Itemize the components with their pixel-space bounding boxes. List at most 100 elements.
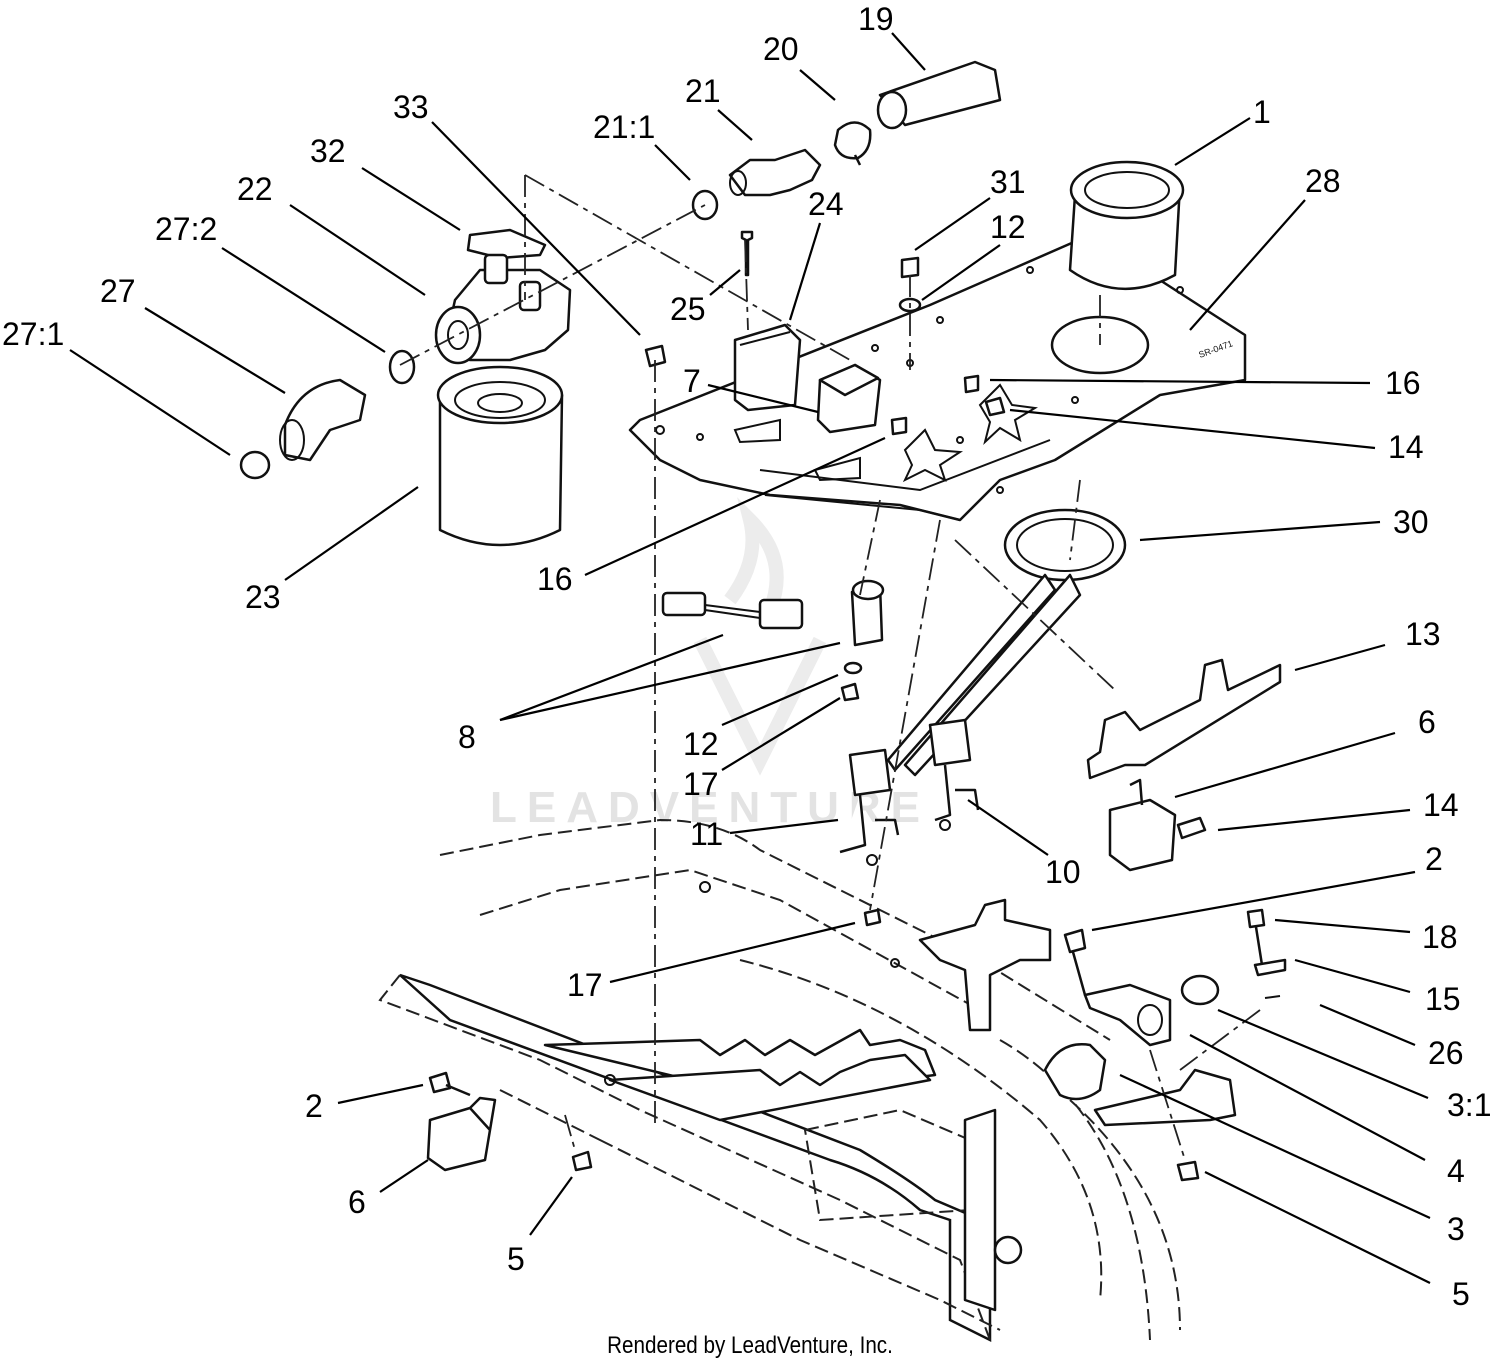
plate-hole xyxy=(956,436,964,444)
resistor-8-wire xyxy=(704,609,761,619)
switch-24 xyxy=(733,323,802,412)
nut-17 xyxy=(840,682,860,702)
resistor-8-body xyxy=(661,591,707,617)
leader-3-1 xyxy=(1217,1008,1429,1100)
relay-6 xyxy=(1108,778,1177,872)
bolt-2 xyxy=(1063,928,1087,996)
callout-5a: 5 xyxy=(507,1241,525,1277)
filter-head-port xyxy=(434,305,482,365)
callout-27: 27 xyxy=(100,273,136,309)
leader-23 xyxy=(284,486,419,581)
leader-26 xyxy=(1319,1003,1416,1047)
callout-10: 10 xyxy=(1045,854,1081,890)
switch-terminal xyxy=(866,854,878,866)
lower-right-assembly xyxy=(1043,908,1287,1182)
leader-21 xyxy=(717,109,753,141)
leader-28 xyxy=(1189,199,1306,331)
render-credit: Rendered by LeadVenture, Inc. xyxy=(607,1332,893,1359)
callout-21-1: 21:1 xyxy=(593,109,655,145)
frame-main-channel xyxy=(399,973,992,1343)
frame-fender-curve xyxy=(739,959,1181,1341)
oil-filter-center xyxy=(477,393,523,413)
ring-4 xyxy=(1180,974,1220,1006)
hose-assembly xyxy=(691,60,1002,221)
plate-hole xyxy=(1071,396,1079,404)
sender-fitting-21 xyxy=(728,148,822,197)
leader-8a xyxy=(499,633,724,722)
centerline xyxy=(564,1114,576,1151)
callout-12a: 12 xyxy=(990,209,1026,245)
bracket-3 xyxy=(1083,983,1172,1047)
cup-holder-inner xyxy=(1084,171,1170,209)
callout-12b: 12 xyxy=(683,726,719,762)
leader-11 xyxy=(729,818,839,835)
leader-6b xyxy=(379,1159,429,1193)
centerline xyxy=(1069,479,1081,561)
switch-assembly xyxy=(733,230,882,434)
cup-ring-outer xyxy=(1003,508,1127,582)
callout-13: 13 xyxy=(1405,616,1441,652)
leader-24 xyxy=(788,222,822,321)
callout-labels: 19 20 21 21:1 33 32 22 27:2 27 27:1 1 28… xyxy=(2,1,1491,1312)
leader-4 xyxy=(1189,1034,1426,1161)
bolt-18 xyxy=(1246,908,1266,966)
switch-terminal xyxy=(939,819,951,831)
switch-24-face xyxy=(739,331,791,346)
callout-33: 33 xyxy=(393,89,429,125)
centerline xyxy=(399,204,706,366)
leader-30 xyxy=(1139,520,1381,542)
frame-hole-small xyxy=(890,958,900,968)
leader-lines xyxy=(69,32,1431,1284)
cup-ring-arm xyxy=(886,573,1082,777)
leader-14b xyxy=(1217,808,1411,832)
centerline xyxy=(869,519,941,911)
callout-22: 22 xyxy=(237,171,273,207)
fitting-assembly xyxy=(239,349,416,480)
lamp-3-1 xyxy=(1043,1043,1107,1101)
frame-vertical-bracket xyxy=(963,1108,997,1312)
bracket-3-hole xyxy=(1137,1004,1163,1036)
hose-clamp-20 xyxy=(833,121,872,166)
leader-2a xyxy=(1091,870,1416,932)
callout-2b: 2 xyxy=(305,1088,323,1124)
frame-hole-small xyxy=(604,1074,616,1086)
callout-23: 23 xyxy=(245,579,281,615)
centerline xyxy=(954,539,1116,691)
sender-port xyxy=(729,170,747,196)
leader-6a xyxy=(1174,731,1396,799)
plate-hole xyxy=(936,316,944,324)
callout-6a: 6 xyxy=(1418,704,1436,740)
pin-26 xyxy=(1264,995,1281,999)
frame-assembly xyxy=(378,818,1181,1343)
plate-hole xyxy=(655,425,665,435)
callout-32: 32 xyxy=(310,133,346,169)
z-bracket xyxy=(918,898,1052,1032)
cup-holder xyxy=(1068,160,1185,291)
oil-filter-body xyxy=(438,393,564,547)
callout-3: 3 xyxy=(1447,1211,1465,1247)
filter-assembly xyxy=(434,228,572,547)
callout-17a: 17 xyxy=(683,766,719,802)
bolt-2-b xyxy=(428,1071,471,1097)
callout-14a: 14 xyxy=(1388,429,1424,465)
leader-17a xyxy=(721,697,841,771)
nut-17-b xyxy=(863,908,882,927)
callout-8: 8 xyxy=(458,719,476,755)
callout-24: 24 xyxy=(808,186,844,222)
callout-27-2: 27:2 xyxy=(155,211,217,247)
leader-10 xyxy=(967,799,1049,856)
resistor-8-wire xyxy=(704,604,761,613)
screw-16-b xyxy=(890,416,908,436)
bolt-31 xyxy=(900,256,920,279)
callout-28: 28 xyxy=(1305,163,1341,199)
leader-14a xyxy=(1009,408,1376,450)
centerlines xyxy=(399,174,1261,1161)
switch-10 xyxy=(928,718,980,822)
leader-16b xyxy=(584,436,886,577)
relay-assembly xyxy=(1086,658,1282,872)
oil-filter-gasket xyxy=(454,381,546,419)
elbow-fitting-port xyxy=(279,419,305,461)
callout-1: 1 xyxy=(1253,94,1271,130)
leader-5b xyxy=(1204,1171,1431,1284)
cup-holder-rim xyxy=(1069,160,1185,220)
